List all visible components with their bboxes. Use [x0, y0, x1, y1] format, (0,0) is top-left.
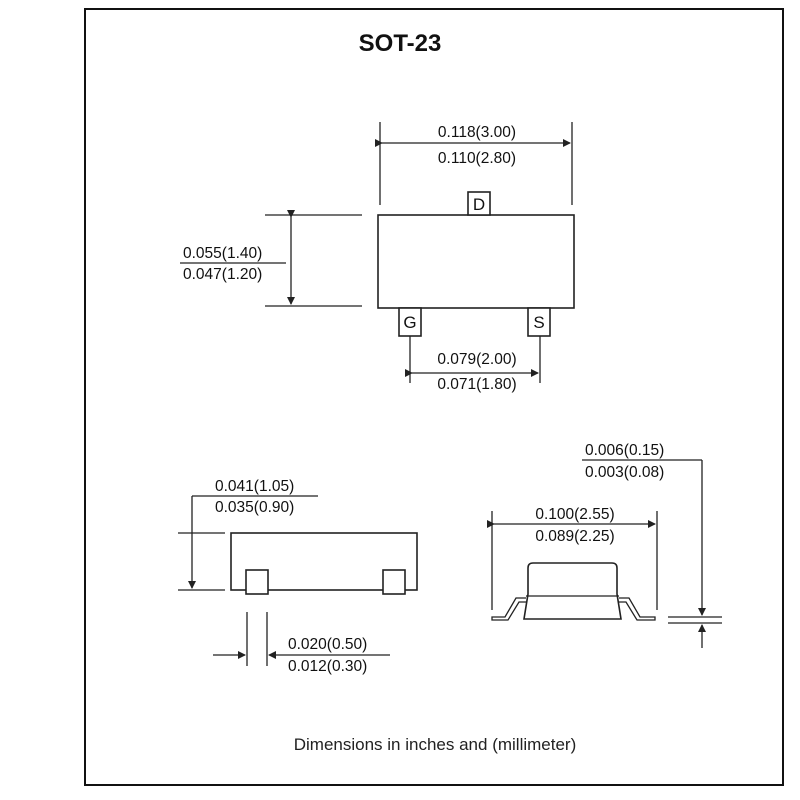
side-view: 0.041(1.05) 0.035(0.90) 0.020(0.50) 0.01… [178, 478, 418, 675]
leadwidth-max-label: 0.020(0.50) [288, 636, 367, 653]
drain-pin-tab [467, 191, 491, 216]
pitch-max-label: 0.079(2.00) [437, 351, 516, 368]
end-view-right-lead [619, 597, 656, 621]
gate-pin-label: G [403, 313, 416, 332]
source-pin-tab [527, 307, 551, 337]
height-max-label: 0.041(1.05) [215, 478, 294, 495]
ow-min-label: 0.089(2.25) [535, 528, 614, 545]
source-pin-label: S [533, 313, 544, 332]
ow-max-label: 0.100(2.55) [535, 506, 614, 523]
lt-max-label: 0.006(0.15) [585, 442, 664, 459]
width-max-label: 0.055(1.40) [183, 245, 262, 262]
length-min-label: 0.110(2.80) [438, 150, 516, 167]
width-min-label: 0.047(1.20) [183, 266, 262, 283]
lt-min-label: 0.003(0.08) [585, 464, 664, 481]
end-view: 0.100(2.55) 0.089(2.25) 0.006(0.15) 0.00… [487, 442, 722, 648]
package-title: SOT-23 [358, 30, 442, 57]
end-view-body [523, 562, 622, 620]
units-caption: Dimensions in inches and (millimeter) [293, 735, 577, 754]
top-view-body [377, 214, 575, 309]
leadwidth-min-label: 0.012(0.30) [288, 658, 367, 675]
top-view: D G S 0.118(3.00) 0.110(2.80) 0.055(1.40… [180, 122, 575, 393]
side-view-right-lead [382, 569, 406, 595]
end-view-left-lead [491, 597, 526, 621]
side-view-left-lead [245, 569, 269, 595]
length-max-label: 0.118(3.00) [438, 124, 516, 141]
pitch-min-label: 0.071(1.80) [437, 376, 516, 393]
drain-pin-label: D [473, 195, 485, 214]
height-min-label: 0.035(0.90) [215, 499, 294, 516]
drawing-frame [84, 8, 784, 786]
